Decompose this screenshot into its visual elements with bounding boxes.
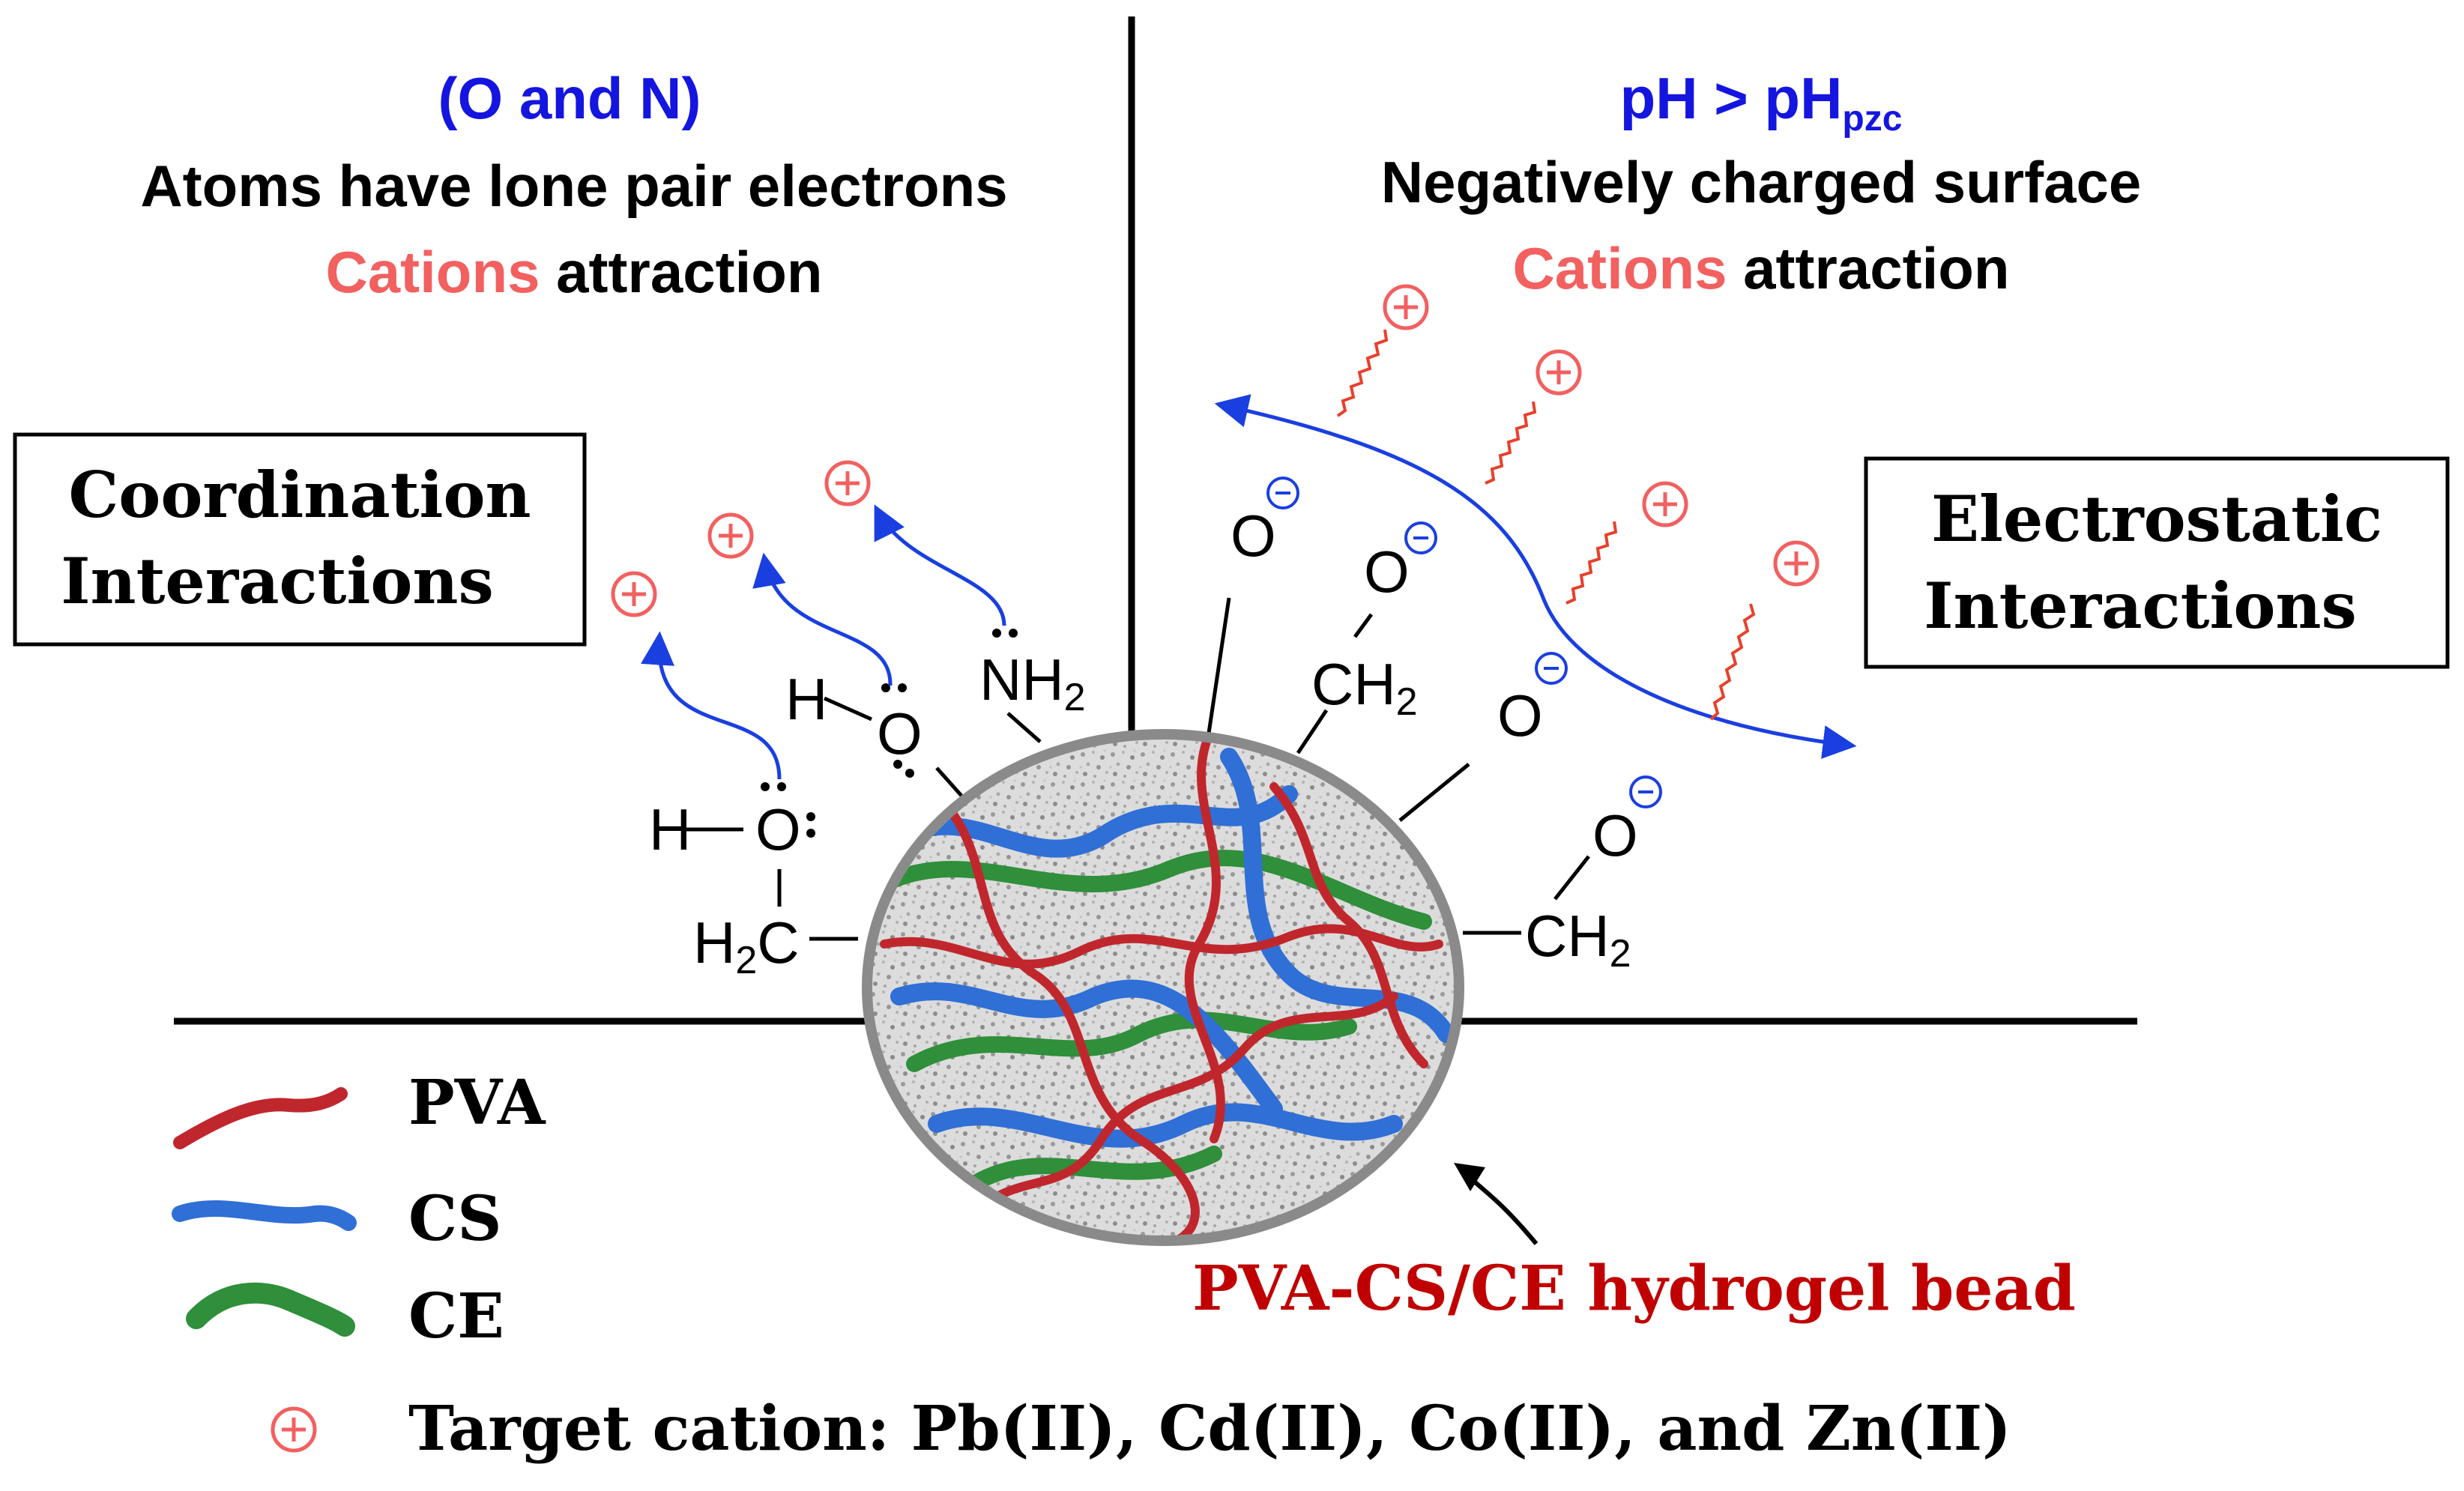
coordination-box-line1: Coordination [68,458,531,532]
electrostatic-boundary-arrow [1214,394,1857,759]
bead-pointer-arrow [1467,1174,1539,1245]
electrostatic-box-line2: Interactions [1924,569,2357,643]
ch2-group-2: CH2 [1525,903,1631,976]
ce-swatch [186,1282,355,1337]
coord-arrow-2 [752,552,893,686]
cs-swatch [172,1200,357,1231]
ch2oh-group-left: H O H2C H O NH2 [649,647,1086,982]
ph-condition-heading: pH > pHpzc [1620,65,1903,139]
cation-icon-2 [707,512,754,559]
nh2-group: NH2 [979,647,1086,719]
h2c-h: H [693,910,735,976]
minus-icon-1 [1266,477,1299,509]
o-anion-3: O [1497,683,1543,748]
h-atom-2: H [785,666,827,732]
h2c-c: C [757,910,799,976]
electrostatic-cations [1383,284,1820,587]
coord-arrow-3 [874,504,1006,626]
right-cation-attraction: Cations attraction [1512,235,2009,301]
ch2-group-1: CH2 [1311,651,1418,724]
legend-label-cs: CS [408,1183,501,1255]
right-cations-word: Cations [1512,235,1727,301]
spring-2 [1485,401,1537,485]
left-attraction-word: attraction [540,239,822,305]
pva-ribbons [880,740,1443,1236]
cation-icon-6 [1642,481,1688,527]
spring-1 [1336,329,1389,417]
negative-charges [1266,477,1662,808]
cation-icon-1 [611,571,657,617]
o-anion-2: O [1364,539,1410,605]
electrostatic-springs [1336,329,1756,721]
legend: PVA CS CE Target cation: Pb(II), Cd(II),… [172,1067,2011,1465]
bead-label: PVA-CS/CE hydrogel bead [1192,1253,2076,1325]
h2c-sub: 2 [735,939,757,982]
legend-item-cs: CS [172,1183,501,1255]
cation-icon-5 [1536,349,1582,396]
cation-icon-4 [1383,284,1429,330]
ch2-1-text: CH [1311,651,1396,717]
legend-item-ce: CE [186,1280,504,1352]
target-cation-text: Target cation: Pb(II), Cd(II), Co(II), a… [408,1393,2011,1465]
coordination-cations [611,460,871,617]
lone-pair-dots [761,629,1018,838]
lone-pair-atoms-heading: (O and N) [438,65,701,131]
legend-cation-icon [271,1406,317,1453]
o-anion-1: O [1231,503,1276,569]
cation-icon-3 [824,460,871,506]
nh-text: NH [979,647,1064,713]
lone-pair-description: Atoms have lone pair electrons [140,153,1007,219]
electrostatic-box-line1: Electrostatic [1931,482,2382,556]
legend-label-ce: CE [408,1280,504,1352]
o-atom-2: O [877,701,923,766]
pva-swatch [173,1087,348,1149]
o-atom-1: O [755,796,801,862]
legend-label-pva: PVA [408,1067,546,1139]
ph-subscript: pzc [1842,99,1902,139]
h2c-group: H2C [693,910,800,982]
minus-icon-2 [1404,521,1437,554]
h-atom-1: H [649,796,691,862]
electrostatic-interactions-box: Electrostatic Interactions [1864,456,2450,669]
ph-main-text: pH > pH [1620,65,1843,131]
right-attraction-word: attraction [1727,235,2009,301]
left-cations-word: Cations [325,239,540,305]
coordination-arrows [641,504,1006,780]
o-anion-4: O [1592,802,1638,868]
negative-surface-description: Negatively charged surface [1381,149,2141,215]
spring-3 [1565,521,1618,605]
spring-4 [1709,603,1756,721]
hydrogel-bead [862,729,1464,1246]
coordination-interactions-box: Coordination Interactions [13,432,587,647]
cs-ribbons [890,748,1454,1148]
minus-icon-4 [1629,775,1662,808]
ch2-2-text: CH [1525,903,1610,969]
coord-arrow-1 [641,631,782,780]
legend-item-pva: PVA [173,1067,546,1149]
ch2-1-sub: 2 [1396,680,1418,724]
minus-icon-3 [1535,652,1568,685]
cation-icon-7 [1773,540,1820,587]
bead-pointer-head [1454,1163,1485,1191]
nh2-sub: 2 [1064,676,1086,719]
left-cation-attraction: Cations attraction [325,239,822,305]
coordination-box-line2: Interactions [61,544,494,618]
ch2-2-sub: 2 [1610,932,1631,976]
